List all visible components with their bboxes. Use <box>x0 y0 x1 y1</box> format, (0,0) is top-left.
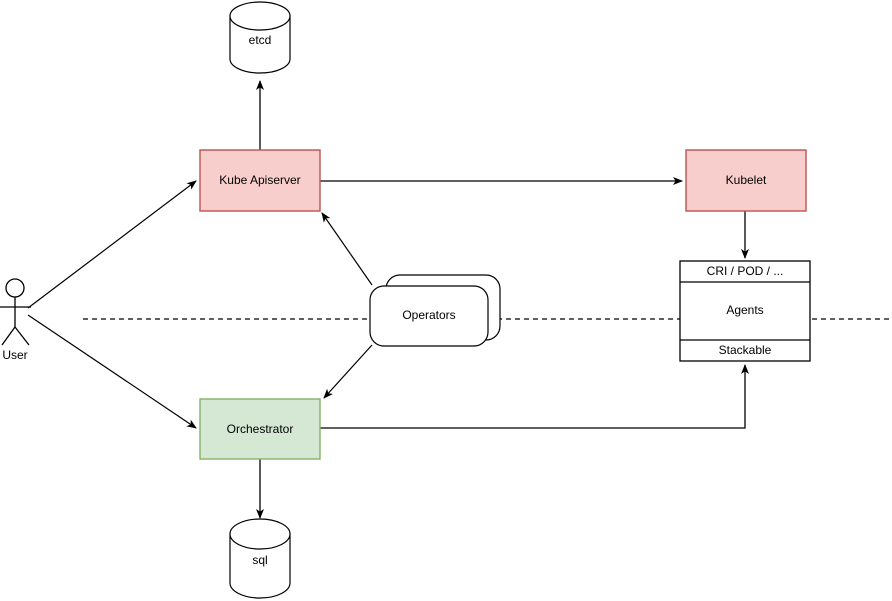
agents-section-agents-label: Agents <box>726 303 763 317</box>
agents-stack-outer-box <box>679 260 811 362</box>
kube-apiserver-label: Kube Apiserver <box>219 173 300 187</box>
orchestrator-label: Orchestrator <box>227 422 294 436</box>
node-kube-apiserver[interactable]: Kube Apiserver <box>199 149 321 212</box>
agents-section-stackable-label: Stackable <box>719 343 772 357</box>
kubelet-box <box>685 149 807 212</box>
etcd-cylinder-body <box>229 15 291 74</box>
operators-label: Operators <box>402 308 455 322</box>
sql-cylinder-body <box>229 533 291 599</box>
kubelet-label: Kubelet <box>726 173 767 187</box>
user-leg-left <box>1 326 16 346</box>
node-orchestrator[interactable]: Orchestrator <box>199 398 321 460</box>
edge-user-to-kube-apiserver <box>27 180 197 309</box>
edge-operators-to-orchestrator <box>323 344 373 399</box>
node-kubelet[interactable]: Kubelet <box>685 149 807 212</box>
user-head-icon <box>5 278 25 298</box>
edge-user-to-orchestrator <box>27 314 197 429</box>
user-leg-right <box>14 326 30 346</box>
agents-section-cri-pod-label: CRI / POD / ... <box>707 264 784 278</box>
operators-front-card <box>369 285 489 347</box>
node-etcd[interactable]: etcd <box>229 1 291 74</box>
user-label: User <box>2 348 27 362</box>
kube-apiserver-box <box>199 149 321 212</box>
sql-cylinder-top <box>229 518 291 550</box>
sql-label: sql <box>252 553 267 567</box>
node-agents-stack[interactable]: CRI / POD / ... Agents Stackable <box>679 260 811 362</box>
edge-operators-to-kube-apiserver <box>321 212 373 286</box>
edge-orchestrator-to-stackable <box>320 364 749 429</box>
orchestrator-box <box>199 398 321 460</box>
node-user-actor[interactable]: User <box>0 278 31 362</box>
node-operators[interactable]: Operators <box>369 274 501 347</box>
etcd-label: etcd <box>249 33 272 47</box>
etcd-cylinder-top <box>229 1 291 31</box>
node-sql[interactable]: sql <box>229 518 291 599</box>
